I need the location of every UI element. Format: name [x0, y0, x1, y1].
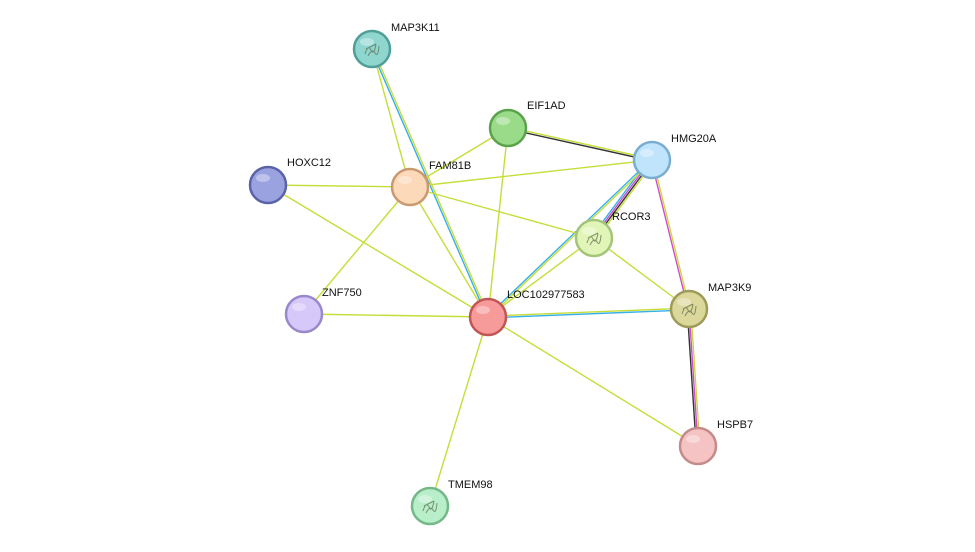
node-HMG20A[interactable]: HMG20A — [632, 133, 717, 180]
protein-structure-icon — [422, 500, 438, 514]
edge-RCOR3-LOC102977583 — [487, 237, 595, 318]
edge-line — [686, 309, 697, 447]
node-label: HOXC12 — [287, 157, 331, 169]
node-label: HSPB7 — [717, 419, 753, 431]
edge-HOXC12-LOC102977583 — [267, 184, 489, 318]
node-highlight — [476, 306, 490, 314]
edge-line — [409, 159, 653, 188]
edge-LOC102977583-TMEM98 — [429, 316, 489, 507]
node-highlight — [582, 227, 596, 235]
protein-structure-icon — [364, 43, 380, 57]
edge-FAM81B-LOC102977583 — [409, 186, 489, 318]
edge-MAP3K9-HSPB7 — [686, 308, 701, 447]
node-MAP3K11[interactable]: MAP3K11 — [352, 22, 440, 69]
node-highlight — [686, 435, 700, 443]
node-circle[interactable] — [352, 29, 392, 69]
node-highlight — [496, 117, 510, 125]
edge-FAM81B-ZNF750 — [303, 186, 411, 315]
node-highlight — [418, 495, 432, 503]
node-highlight — [398, 176, 412, 184]
node-EIF1AD[interactable]: EIF1AD — [488, 100, 566, 148]
edge-line — [486, 158, 652, 317]
node-HSPB7[interactable]: HSPB7 — [678, 419, 753, 466]
edge-HOXC12-FAM81B — [267, 184, 411, 188]
edge-line — [488, 160, 654, 319]
node-circle[interactable] — [632, 140, 672, 180]
edge-line — [303, 186, 411, 315]
node-label: HMG20A — [671, 133, 717, 145]
node-label: ZNF750 — [322, 287, 362, 299]
edge-line — [488, 309, 690, 319]
edge-line — [429, 316, 489, 507]
node-RCOR3[interactable]: RCOR3 — [574, 211, 651, 258]
node-circle[interactable] — [488, 108, 528, 148]
edge-line — [371, 48, 411, 188]
edge-line — [487, 307, 689, 317]
edge-line — [652, 159, 691, 309]
edge-LOC102977583-HSPB7 — [487, 316, 699, 447]
node-circle[interactable] — [678, 426, 718, 466]
edges-layer — [267, 48, 701, 507]
edge-HMG20A-FAM81B — [409, 159, 653, 188]
node-highlight — [256, 174, 270, 182]
edge-line — [507, 128, 652, 162]
node-TMEM98[interactable]: TMEM98 — [410, 479, 493, 526]
node-label: MAP3K11 — [391, 22, 440, 34]
edge-HMG20A-MAP3K9 — [650, 159, 691, 310]
edge-line — [370, 49, 488, 318]
node-circle[interactable] — [574, 218, 614, 258]
node-label: EIF1AD — [527, 100, 566, 112]
edge-FAM81B-RCOR3 — [409, 186, 595, 239]
edge-line — [487, 127, 509, 318]
node-circle[interactable] — [468, 297, 508, 337]
edge-line — [303, 313, 489, 318]
edge-MAP3K11-LOC102977583 — [370, 48, 490, 318]
edge-ZNF750-LOC102977583 — [303, 313, 489, 318]
edge-line — [650, 160, 689, 310]
node-label: LOC102977583 — [507, 289, 585, 301]
edge-MAP3K11-FAM81B — [371, 48, 411, 188]
node-label: FAM81B — [429, 160, 471, 172]
edge-line — [487, 237, 595, 318]
node-HOXC12[interactable]: HOXC12 — [248, 157, 331, 205]
node-highlight — [292, 303, 306, 311]
edge-line — [372, 48, 490, 317]
edge-EIF1AD-HMG20A — [507, 126, 653, 162]
edge-HMG20A-LOC102977583 — [486, 158, 654, 319]
node-ZNF750[interactable]: ZNF750 — [284, 287, 362, 334]
node-highlight — [360, 38, 374, 46]
edge-line — [690, 308, 701, 446]
edge-line — [593, 237, 690, 310]
edge-line — [267, 184, 411, 188]
node-label: TMEM98 — [448, 479, 493, 491]
node-circle[interactable] — [248, 165, 288, 205]
node-circle[interactable] — [390, 167, 430, 207]
node-highlight — [677, 298, 691, 306]
edge-line — [267, 184, 489, 318]
node-circle[interactable] — [669, 289, 709, 329]
protein-structure-icon — [681, 303, 697, 317]
node-label: MAP3K9 — [708, 282, 751, 294]
edge-LOC102977583-MAP3K9 — [487, 307, 690, 319]
edge-line — [508, 126, 653, 160]
edge-RCOR3-MAP3K9 — [593, 237, 690, 310]
edge-line — [409, 186, 595, 239]
edge-line — [688, 308, 699, 447]
node-circle[interactable] — [284, 294, 324, 334]
edge-line — [487, 316, 699, 447]
protein-structure-icon — [586, 232, 602, 246]
node-MAP3K9[interactable]: MAP3K9 — [669, 282, 751, 329]
node-circle[interactable] — [410, 486, 450, 526]
node-highlight — [640, 149, 654, 157]
node-label: RCOR3 — [612, 211, 651, 223]
edge-line — [409, 186, 489, 318]
edge-EIF1AD-LOC102977583 — [487, 127, 509, 318]
node-FAM81B[interactable]: FAM81B — [390, 160, 471, 207]
node-LOC102977583[interactable]: LOC102977583 — [468, 289, 585, 337]
